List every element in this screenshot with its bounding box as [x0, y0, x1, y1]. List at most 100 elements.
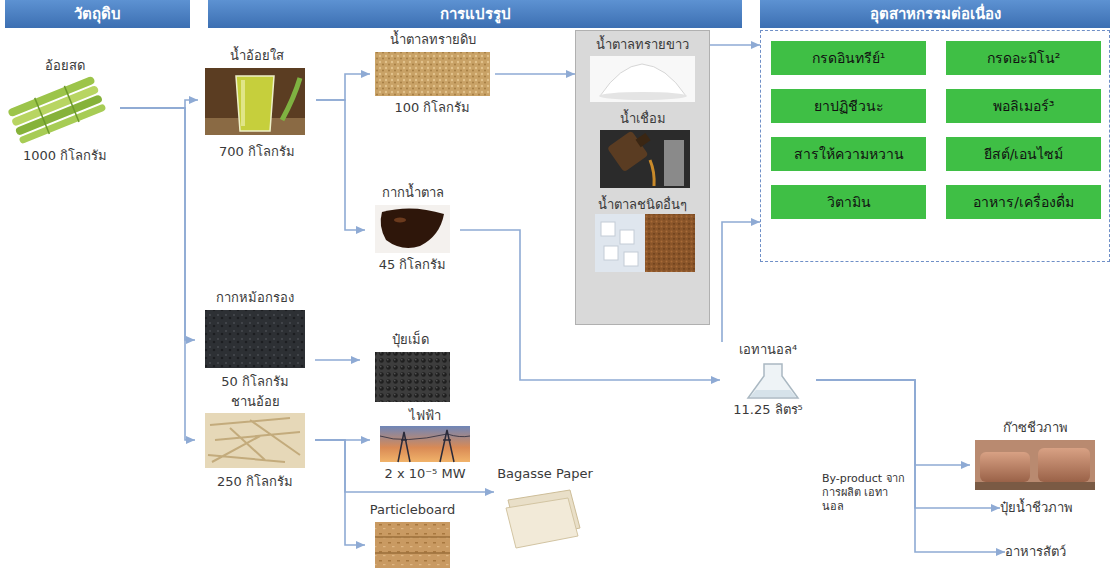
cane-juice-photo [236, 76, 274, 131]
quantity-label: 100 กิโลกรัม [395, 100, 471, 116]
syrup-photo [600, 130, 690, 188]
bagasse-paper-photo [506, 498, 578, 548]
bagasse-paper-photo [506, 490, 580, 548]
other-sugar-photo [645, 214, 695, 272]
electricity-photo [380, 434, 470, 440]
raw-sugar-photo [375, 52, 490, 96]
particleboard-photo [375, 522, 450, 568]
cane-juice-photo [241, 80, 245, 126]
industry-label: ยีสต์/เอนไซม์ [984, 146, 1064, 162]
electricity-photo [380, 426, 470, 462]
syrup-photo [607, 125, 657, 173]
flow-arrow [495, 73, 575, 75]
flow-arrow [816, 380, 970, 465]
product-group-ground [575, 30, 710, 325]
node-label: น้ำตาลทรายดิบ [390, 32, 476, 48]
flow-arrow [460, 230, 720, 380]
quantity-label: 1000 กิโลกรัม [23, 148, 107, 164]
biogas-photo [1038, 448, 1090, 482]
molasses-photo [394, 218, 406, 223]
node-label: อ้อยสด [45, 58, 85, 74]
ethanol-flask-icon [750, 390, 796, 397]
stage-header: การแปรรูป [208, 0, 742, 28]
white-sugar-photo [600, 64, 686, 96]
industry-label: พอลิเมอร์³ [993, 98, 1055, 114]
ethanol-flask-icon [748, 364, 798, 398]
biogas-photo [975, 482, 1095, 490]
quantity-label: 50 กิโลกรัม [221, 374, 289, 390]
molasses-photo [375, 205, 450, 253]
node-label: ชานอ้อย [231, 394, 280, 410]
industry-box: อาหาร/เครื่องดื่ม [946, 185, 1101, 219]
product-item: ปุ๋ยน้ำชีวภาพ [1000, 498, 1077, 518]
product-label: น้ำตาลทรายขาว [596, 37, 689, 53]
fertilizer-pellet-photo [375, 352, 450, 402]
node-label: อาหารสัตว์ [1005, 544, 1066, 560]
industry-box: ยีสต์/เอนไซม์ [946, 137, 1101, 171]
node-label: กากน้ำตาล [382, 185, 444, 201]
industry-box: ยาปฏิชีวนะ [771, 89, 926, 123]
cane-juice-photo [205, 68, 305, 135]
flow-arrow [315, 440, 365, 545]
bagasse-photo [205, 413, 305, 468]
biogas-photo [975, 440, 1095, 490]
molasses-photo [381, 208, 444, 248]
product-item: น้ำอ้อยใส 700 กิโลกรัม [198, 48, 316, 160]
flow-arrow [710, 44, 760, 46]
particleboard-photo [375, 552, 450, 554]
industry-box: กรดอินทรีย์¹ [771, 41, 926, 75]
industry-box: กรดอะมิโน² [946, 41, 1101, 75]
syrup-photo [600, 125, 690, 188]
product-label: น้ำเชื่อม [620, 111, 666, 127]
stage-title: วัตถุดิบ [74, 6, 121, 22]
product-item: Particleboard [365, 502, 460, 570]
white-sugar-photo [590, 56, 695, 102]
industry-label: ยาปฏิชีวนะ [814, 98, 884, 114]
sugarcane-photo [7, 75, 107, 146]
stage-title: การแปรรูป [440, 6, 511, 22]
node-label: Particleboard [370, 502, 456, 518]
white-sugar-photo [599, 92, 687, 100]
product-item: ปุ๋ยเม็ด [360, 332, 460, 404]
product-item: ชานอ้อย250 กิโลกรัม [195, 394, 315, 490]
quantity-label: 2 x 10⁻⁵ MW [384, 466, 465, 482]
quantity-label: 700 กิโลกรัม [219, 144, 295, 160]
product-item: เอทานอล⁴11.25 ลิตร⁵ [720, 342, 816, 418]
other-sugar-photo [595, 214, 695, 272]
node-label: ไฟฟ้า [409, 408, 441, 424]
sugarcane-photo [35, 98, 50, 134]
flow-arrow [120, 108, 195, 440]
flow-arrow [315, 359, 360, 361]
stage-header: วัตถุดิบ [5, 0, 190, 28]
node-label: ก๊าซชีวภาพ [1003, 420, 1068, 436]
industry-label: กรดอะมิโน² [987, 50, 1061, 66]
raw-sugar-photo [375, 52, 490, 96]
flow-arrow [816, 380, 1005, 552]
syrup-photo [650, 160, 654, 186]
industry-box: พอลิเมอร์³ [946, 89, 1101, 123]
syrup-photo [664, 140, 684, 186]
cane-juice-photo [205, 68, 305, 135]
particleboard-photo [375, 522, 450, 568]
other-sugar-photo [604, 246, 618, 260]
product-item: ก๊าซชีวภาพ [970, 420, 1100, 492]
stage-title: อุตสาหกรรมต่อเนื่อง [870, 6, 1001, 22]
product-item: น้ำตาลทรายดิบ 100 กิโลกรัม [370, 32, 495, 116]
product-item: กากหม้อกรอง 50 กิโลกรัม [195, 290, 315, 390]
particleboard-photo [375, 536, 450, 538]
other-sugar-photo [624, 252, 638, 266]
biogas-photo [980, 452, 1030, 482]
electricity-photo [380, 426, 470, 462]
stage-header: อุตสาหกรรมต่อเนื่อง [760, 0, 1110, 28]
other-sugar-photo [595, 214, 645, 272]
node-label: เอทานอล⁴ [739, 342, 797, 358]
node-label: กากหม้อกรอง [216, 290, 294, 306]
product-label: น้ำตาลชนิดอื่นๆ [598, 197, 687, 213]
node-label: น้ำอ้อยใส [230, 48, 284, 64]
industry-label: สารให้ความหวาน [794, 146, 904, 162]
industry-box: สารให้ความหวาน [771, 137, 926, 171]
flow-arrow [316, 74, 370, 100]
product-item: กากน้ำตาล45 กิโลกรัม [365, 185, 460, 273]
